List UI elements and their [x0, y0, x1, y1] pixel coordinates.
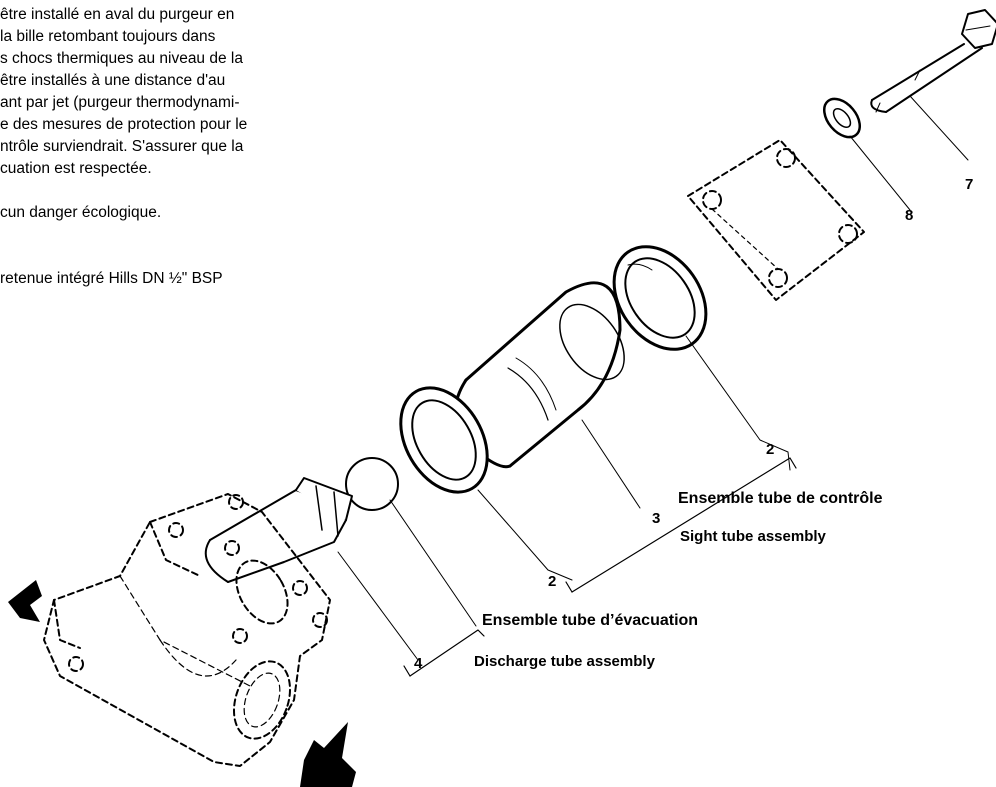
callout-3: 3: [652, 510, 660, 527]
flow-arrow-inlet: [8, 580, 42, 622]
sight-tube: [453, 281, 625, 469]
leader-line-4: [337, 551, 419, 661]
gasket-lower: [399, 386, 489, 494]
discharge-tube: [204, 477, 353, 583]
text-line: cun danger écologique.: [0, 204, 162, 221]
leader-line-ball: [389, 499, 477, 627]
text-line: être installé en aval du purgeur en: [0, 6, 235, 23]
sight-tube-assembly-label-en: Sight tube assembly: [680, 528, 827, 545]
sight-tube-assembly-label-fr: Ensemble tube de contrôle: [678, 490, 883, 507]
trap-body: [43, 493, 331, 767]
callout-2-upper: 2: [766, 441, 774, 458]
discharge-tube-assembly-label-fr: Ensemble tube d’évacuation: [482, 612, 698, 629]
text-line: ntrôle surviendrait. S'assurer que la: [0, 138, 244, 155]
callout-7: 7: [965, 176, 973, 193]
flow-arrow-outlet: [300, 722, 356, 787]
discharge-tube-assembly-label-en: Discharge tube assembly: [474, 653, 656, 670]
leader-line-8: [849, 135, 911, 211]
text-line: ant par jet (purgeur thermodynami-: [0, 94, 240, 111]
text-line: retenue intégré Hills DN ½" BSP: [0, 270, 223, 287]
bracket-discharge-tube: [409, 629, 485, 677]
leader-line-7: [909, 95, 969, 161]
text-line: cuation est respectée.: [0, 160, 152, 177]
ball: [345, 457, 399, 511]
text-line: la bille retombant toujours dans: [0, 28, 216, 45]
callout-8: 8: [905, 207, 913, 224]
leader-line-2-lower: [477, 489, 573, 581]
washer: [823, 97, 861, 139]
leader-line-2-upper: [685, 335, 791, 471]
callout-4: 4: [414, 655, 423, 672]
instructions-text: être installé en aval du purgeur en la b…: [0, 4, 328, 290]
bracket-sight-tube: [571, 457, 797, 593]
callout-2-lower: 2: [548, 573, 556, 590]
bolt: [870, 9, 996, 113]
leader-line-3: [581, 419, 641, 509]
text-line: être installés à une distance d'au: [0, 72, 226, 89]
text-line: e des mesures de protection pour le: [0, 116, 248, 133]
cover-plate: [687, 139, 865, 301]
text-line: s chocs thermiques au niveau de la: [0, 50, 243, 67]
